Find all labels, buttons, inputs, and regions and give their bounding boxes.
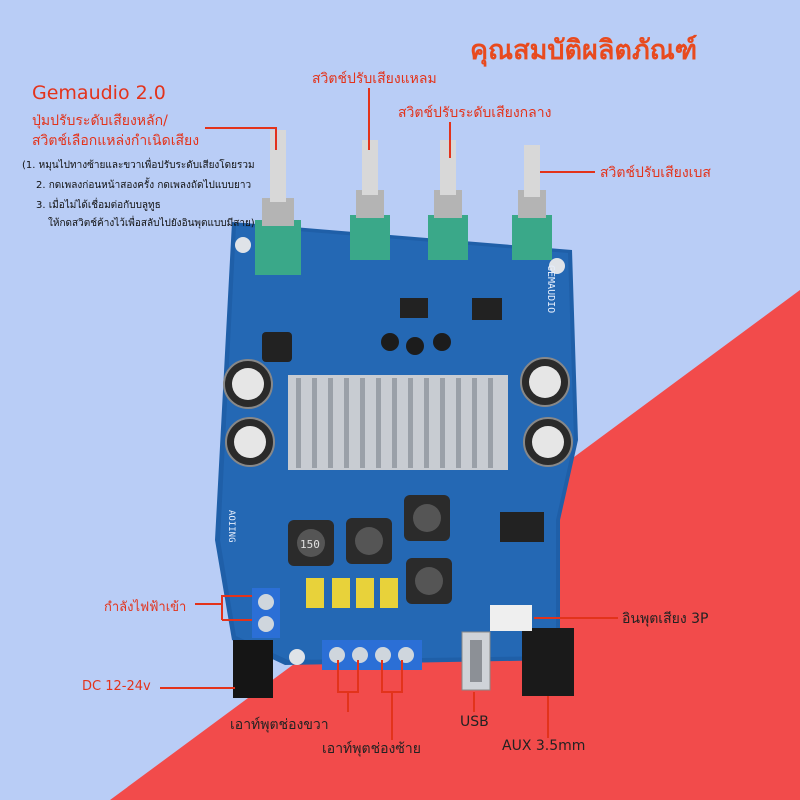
- heatsink: [288, 375, 508, 470]
- dc-jack: [233, 640, 273, 698]
- chips: [262, 298, 544, 542]
- mid-knob: [428, 140, 468, 260]
- audio-in-connector: [490, 605, 532, 631]
- silkscreen-brand: GEMAUDIO: [545, 265, 556, 313]
- page-title: คุณสมบัติผลิตภัณฑ์: [470, 35, 698, 66]
- dc-label: DC 12-24v: [82, 679, 151, 694]
- small-capacitors: [381, 333, 451, 355]
- power-in-label: กำลังไฟฟ้าเข้า: [104, 600, 187, 615]
- usb-label: USB: [460, 714, 489, 730]
- note-1: (1. หมุนไปทางซ้ายและขวาเพื่อปรับระดับเสี…: [22, 160, 255, 171]
- mounting-holes: [235, 237, 565, 665]
- brand-label: Gemaudio 2.0: [32, 82, 166, 104]
- inductor-label: 150: [300, 538, 320, 551]
- right-output-label: เอาท์พุตช่องขวา: [230, 717, 329, 733]
- power-terminal: [252, 588, 280, 638]
- note-3: 3. เมื่อไม่ได้เชื่อมต่อกับบลูทูธ: [36, 200, 161, 211]
- aux-jack: [522, 628, 574, 696]
- film-capacitors: [306, 578, 398, 608]
- bass-label: สวิตช์ปรับเสียงเบส: [600, 165, 711, 181]
- note-2: 2. กดเพลงก่อนหน้าสองครั้ง กดเพลงถัดไปแบบ…: [36, 180, 252, 191]
- volume-knob: [255, 130, 301, 275]
- bass-knob: [512, 145, 552, 260]
- volume-knob-label-2: สวิตช์เลือกแหล่งกำเนิดเสียง: [32, 133, 200, 149]
- note-4: ให้กดสวิตช์ค้างไว้เพื่อสลับไปยังอินพุตแบ…: [48, 218, 255, 229]
- silkscreen-aoiing: AOIING: [226, 510, 236, 543]
- volume-knob-label-1: ปุ่มปรับระดับเสียงหลัก/: [32, 113, 168, 129]
- aux-label: AUX 3.5mm: [502, 738, 586, 754]
- mid-label: สวิตช์ปรับระดับเสียงกลาง: [398, 105, 552, 121]
- left-output-label: เอาท์พุตช่องซ้าย: [322, 741, 421, 757]
- treble-label: สวิตช์ปรับเสียงแหลม: [312, 71, 437, 87]
- treble-knob: [350, 140, 390, 260]
- audio-in-label: อินพุตเสียง 3P: [622, 611, 709, 627]
